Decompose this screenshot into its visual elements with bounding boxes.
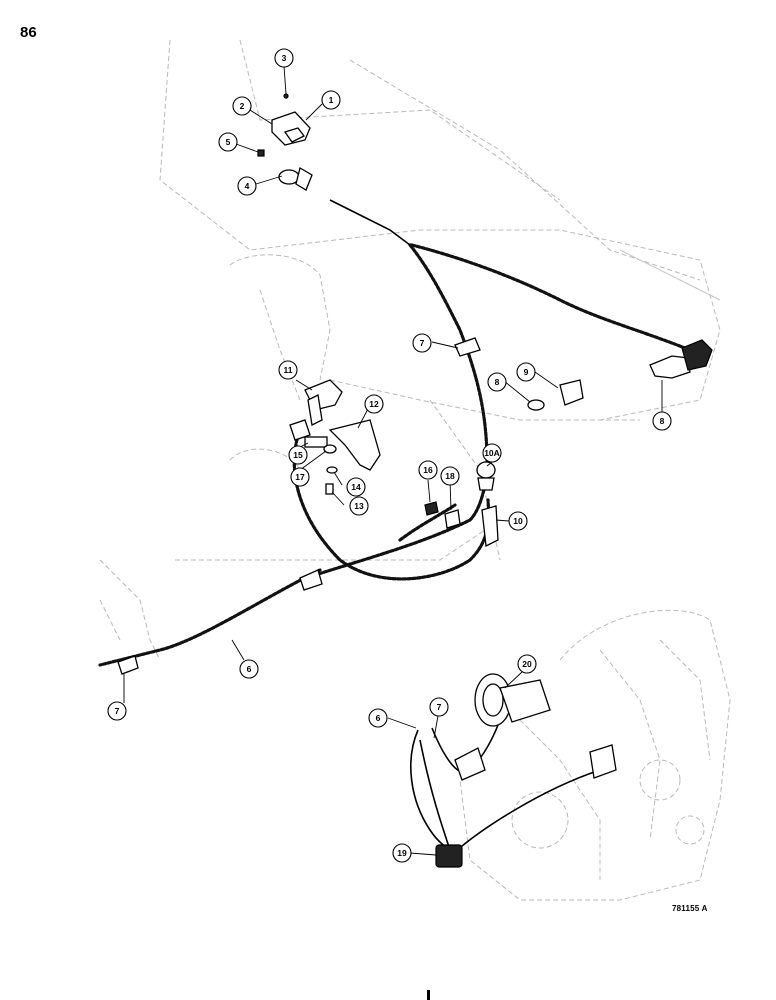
- svg-text:18: 18: [445, 471, 455, 481]
- svg-text:16: 16: [423, 465, 433, 475]
- callout-15: 15: [288, 445, 308, 465]
- callout-7: 7: [412, 333, 432, 353]
- svg-text:19: 19: [397, 848, 407, 858]
- transmission-outline: [459, 609, 731, 901]
- callout-19: 19: [392, 843, 412, 863]
- callout-2: 2: [232, 96, 252, 116]
- callout-16: 16: [418, 460, 438, 480]
- svg-text:6: 6: [247, 664, 252, 674]
- svg-text:6: 6: [376, 713, 381, 723]
- callout-14: 14: [346, 477, 366, 497]
- switch-right-assembly: [527, 339, 713, 411]
- svg-text:7: 7: [115, 706, 120, 716]
- callout-5: 5: [218, 132, 238, 152]
- callout-17: 17: [290, 467, 310, 487]
- svg-text:8: 8: [495, 377, 500, 387]
- svg-text:10: 10: [513, 516, 523, 526]
- callout-11: 11: [278, 360, 298, 380]
- drawing-id: 781155 A: [672, 904, 708, 913]
- transmission-sensor-assembly: [410, 673, 617, 868]
- callout-12: 12: [364, 394, 384, 414]
- callout-3: 3: [274, 48, 294, 68]
- switch-assembly: [257, 93, 313, 191]
- svg-text:11: 11: [284, 365, 293, 375]
- connector-assembly: [424, 461, 499, 547]
- svg-text:7: 7: [420, 338, 425, 348]
- callout-6: 6: [368, 708, 388, 728]
- margin-mark: [427, 990, 430, 1000]
- callout-13: 13: [349, 496, 369, 516]
- svg-text:12: 12: [369, 399, 379, 409]
- leader-lines: [123, 65, 663, 856]
- svg-text:15: 15: [293, 450, 303, 460]
- callout-8: 8: [652, 411, 672, 431]
- svg-text:3: 3: [282, 53, 287, 63]
- callout-1: 1: [321, 90, 341, 110]
- machine-frame-outline: [99, 39, 721, 661]
- callout-20: 20: [517, 654, 537, 674]
- svg-text:4: 4: [245, 181, 250, 191]
- svg-text:17: 17: [295, 472, 305, 482]
- callout-7: 7: [107, 701, 127, 721]
- callout-9: 9: [516, 362, 536, 382]
- callout-4: 4: [237, 176, 257, 196]
- svg-text:2: 2: [240, 101, 245, 111]
- svg-text:7: 7: [437, 702, 442, 712]
- callout-8: 8: [487, 372, 507, 392]
- harness-clamps: [117, 337, 481, 675]
- sensor-bracket-assembly: [289, 379, 381, 495]
- svg-text:9: 9: [524, 367, 529, 377]
- wiring-harness: [98, 199, 692, 667]
- callout-18: 18: [440, 466, 460, 486]
- callout-7: 7: [429, 697, 449, 717]
- page-number: 86: [20, 24, 37, 41]
- svg-text:13: 13: [354, 501, 364, 511]
- callout-6: 6: [239, 659, 259, 679]
- callout-10: 10: [508, 511, 528, 531]
- svg-text:20: 20: [522, 659, 532, 669]
- svg-text:14: 14: [351, 482, 361, 492]
- svg-text:8: 8: [660, 416, 665, 426]
- callout-10a: 10A: [482, 443, 502, 463]
- svg-text:5: 5: [226, 137, 231, 147]
- svg-text:1: 1: [329, 95, 334, 105]
- svg-text:10A: 10A: [484, 448, 500, 458]
